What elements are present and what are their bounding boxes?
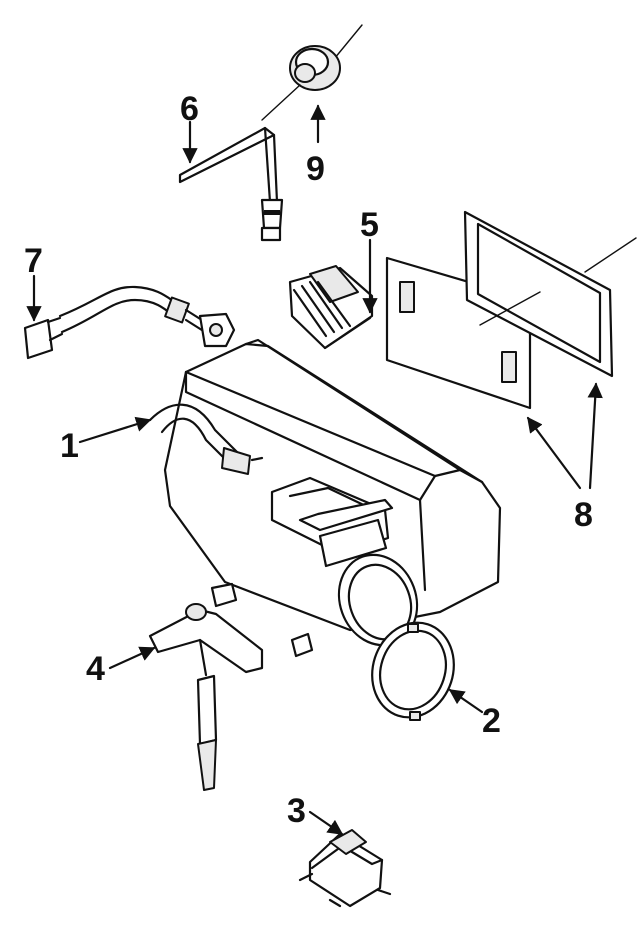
- callout-4: 4: [86, 650, 105, 688]
- callout-7: 7: [24, 242, 43, 280]
- callout-2: 2: [482, 702, 501, 740]
- callout-8: 8: [574, 496, 593, 534]
- arrow-1: [78, 416, 152, 444]
- callout-9: 9: [306, 150, 325, 188]
- part-4-drain-hose: [148, 603, 264, 791]
- arrow-4: [108, 646, 156, 670]
- part-8-frame-cover: [385, 210, 637, 410]
- part-2-disc-cover: [371, 621, 455, 721]
- part-7-harness: [23, 285, 236, 360]
- part-9-grommet: [261, 24, 363, 121]
- part-6-rod: [178, 126, 284, 242]
- callout-labels: 1 2 3 4 5 6 7 8 9: [24, 90, 593, 830]
- callout-6: 6: [180, 90, 199, 128]
- callout-1: 1: [60, 427, 79, 465]
- main-unit-case: [148, 338, 502, 658]
- arrow-8a: [526, 416, 582, 490]
- leader-arrows: [26, 104, 603, 836]
- arrow-2: [448, 688, 484, 714]
- part-5-resistor: [288, 265, 374, 350]
- callout-3: 3: [287, 792, 306, 830]
- part-3-module: [298, 829, 392, 908]
- callout-5: 5: [360, 206, 379, 244]
- arrow-8b: [587, 382, 603, 490]
- arrow-3: [308, 810, 344, 836]
